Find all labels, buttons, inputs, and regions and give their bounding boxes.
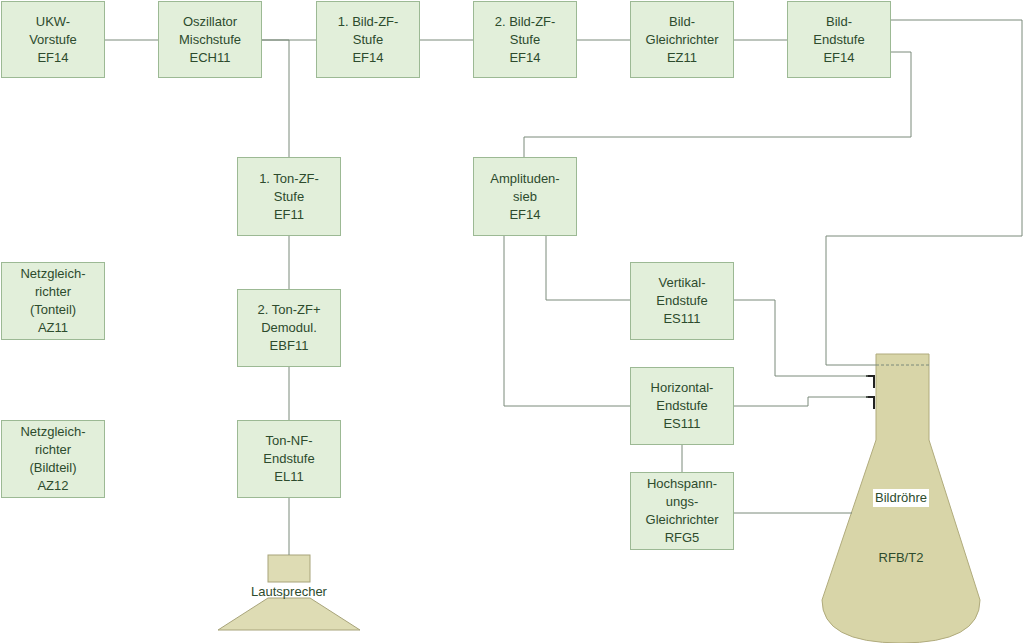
signal-line [504,236,630,406]
stage-box: Hochspann- ungs- Gleichrichter RFG5 [630,472,734,550]
signal-line [420,40,473,41]
stage-box: Netzgleich- richter (Tonteil) AZ11 [1,262,105,340]
speaker-node: Lautsprecher [218,555,360,632]
stage-box: Netzgleich- richter (Bildteil) AZ12 [1,420,105,498]
signal-line [524,52,911,157]
signal-line [546,236,630,300]
stage-label: 1. Ton-ZF- Stufe EF11 [259,170,319,224]
signal-line [734,513,852,514]
stage-label: Horizontal- Endstufe ES111 [651,379,714,433]
stage-label: Amplituden- sieb EF14 [490,170,559,224]
stage-label: Netzgleich- richter (Tonteil) AZ11 [20,265,85,337]
stage-box: Horizontal- Endstufe ES111 [630,367,734,445]
stage-label: Bild- Endstufe EF14 [813,13,864,67]
stage-box: Vertikal- Endstufe ES111 [630,262,734,340]
signal-line [289,236,290,289]
signal-line [289,498,290,555]
stage-box: Oszillator Mischstufe ECH11 [158,1,262,78]
stage-box: UKW- Vorstufe EF14 [1,1,105,78]
signal-line [262,40,289,157]
signal-line [734,300,868,376]
signal-line [734,397,868,406]
signal-line [577,40,630,41]
stage-label: Bild- Gleichrichter EZ11 [646,13,719,67]
stage-box: 2. Bild-ZF- Stufe EF14 [473,1,577,78]
stage-box: Ton-NF- Endstufe EL11 [237,420,341,498]
signal-line [826,20,1022,365]
shape-label: Bildröhre [873,489,929,507]
stage-box: Amplituden- sieb EF14 [473,157,577,236]
stage-label: 1. Bild-ZF- Stufe EF14 [338,13,399,67]
stage-label: 2. Bild-ZF- Stufe EF14 [495,13,556,67]
stage-label: Ton-NF- Endstufe EL11 [263,432,314,486]
coil-bracket [866,397,874,409]
stage-label: Vertikal- Endstufe ES111 [656,274,707,328]
stage-box: 1. Ton-ZF- Stufe EF11 [237,157,341,236]
speaker-cone [218,598,360,630]
tube-node: BildröhreRFB/T2 [822,354,980,643]
speaker-magnet [268,555,310,582]
shape-label: RFB/T2 [879,549,924,567]
signal-line [105,40,158,41]
stage-box: 2. Ton-ZF+ Demodul. EBF11 [237,289,341,367]
stage-box: Bild- Endstufe EF14 [787,1,891,78]
stage-label: 2. Ton-ZF+ Demodul. EBF11 [258,301,321,355]
signal-line [262,40,316,41]
shape-label: Lautsprecher [251,583,327,601]
signal-line [289,367,290,420]
stage-label: Hochspann- ungs- Gleichrichter RFG5 [646,475,719,547]
stage-box: Bild- Gleichrichter EZ11 [630,1,734,78]
stage-label: Oszillator Mischstufe ECH11 [179,13,241,67]
signal-line [734,40,787,41]
coil-bracket [866,376,874,388]
signal-line [682,445,683,472]
stage-box: 1. Bild-ZF- Stufe EF14 [316,1,420,78]
tube-grid-line [876,365,929,366]
stage-label: UKW- Vorstufe EF14 [29,13,77,67]
tube-body [822,354,980,643]
stage-label: Netzgleich- richter (Bildteil) AZ12 [20,423,85,495]
